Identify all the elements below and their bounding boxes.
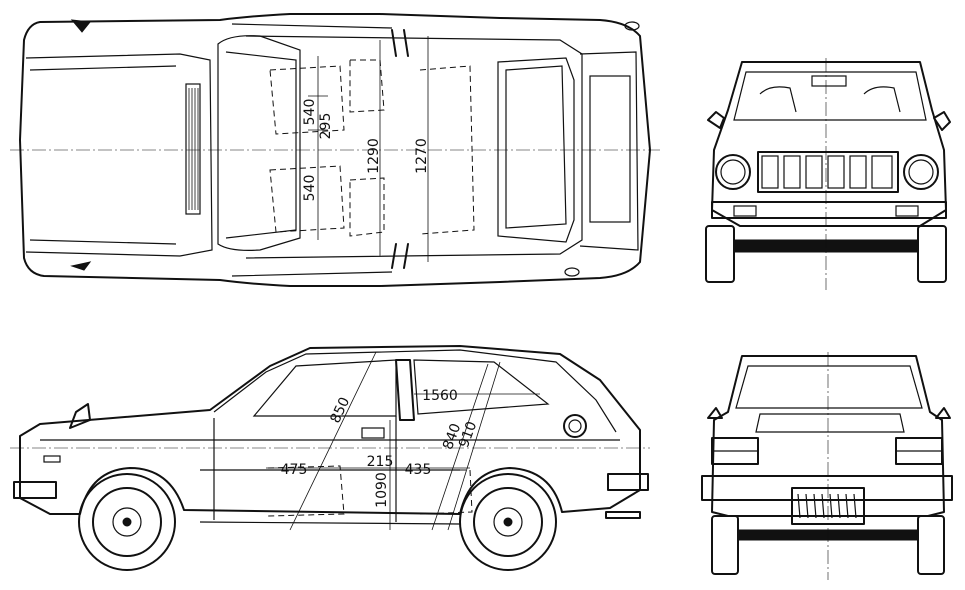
- side-mirror-icon: [69, 403, 91, 429]
- rear-bumper: [701, 475, 953, 501]
- dim-side-475: 475: [281, 462, 308, 478]
- top-view-cowl-vent: [185, 83, 201, 215]
- dim-side-1090: 1090: [374, 472, 390, 508]
- dim-top-540b: 540: [302, 175, 318, 202]
- front-view-windshield: [733, 71, 927, 121]
- side-view-b-pillar: [395, 359, 415, 421]
- side-view-body: [19, 345, 641, 515]
- side-view-rear-window: [413, 359, 550, 415]
- dim-side-435: 435: [405, 462, 432, 478]
- dim-top-540a: 540: [302, 99, 318, 126]
- right-mirror-icon: [70, 261, 92, 271]
- front-wheel-icon: [78, 473, 176, 571]
- dim-side-215: 215: [367, 454, 394, 470]
- front-left-tire: [705, 225, 735, 283]
- top-view-rear-window: [497, 57, 575, 243]
- top-view-windshield: [217, 35, 301, 251]
- top-view-body-outline: [19, 13, 651, 287]
- side-view: 850 1560 840 910 475 215 435 1090: [10, 345, 650, 571]
- right-headlight-icon: [903, 154, 939, 190]
- rear-right-tire: [917, 515, 945, 575]
- fuel-cap-icon: [563, 414, 587, 438]
- dim-top-1290: 1290: [366, 138, 382, 174]
- rear-view: [701, 352, 953, 580]
- side-view-door: [213, 416, 397, 522]
- rear-wheel-icon: [459, 473, 557, 571]
- front-grille: [757, 151, 899, 193]
- left-headlight-icon: [715, 154, 751, 190]
- dim-top-295: 295: [318, 113, 334, 140]
- dim-side-1560: 1560: [422, 388, 458, 404]
- top-view-roof: [245, 35, 583, 259]
- top-view-hood: [25, 53, 213, 257]
- rear-view-rear-window: [735, 365, 923, 409]
- front-bumper: [711, 201, 947, 219]
- dim-side-910: 910: [456, 419, 480, 450]
- dim-top-1270: 1270: [414, 138, 430, 174]
- side-view-rear-bumper: [607, 473, 649, 491]
- top-view: 540 295 540 1290 1270: [10, 13, 660, 287]
- dim-side-850: 850: [327, 395, 353, 426]
- top-view-trunk: [579, 51, 639, 251]
- front-view: [705, 58, 951, 290]
- front-right-tire: [917, 225, 947, 283]
- side-view-front-bumper: [13, 481, 57, 499]
- rear-left-tire: [711, 515, 739, 575]
- left-mirror-icon: [70, 19, 91, 33]
